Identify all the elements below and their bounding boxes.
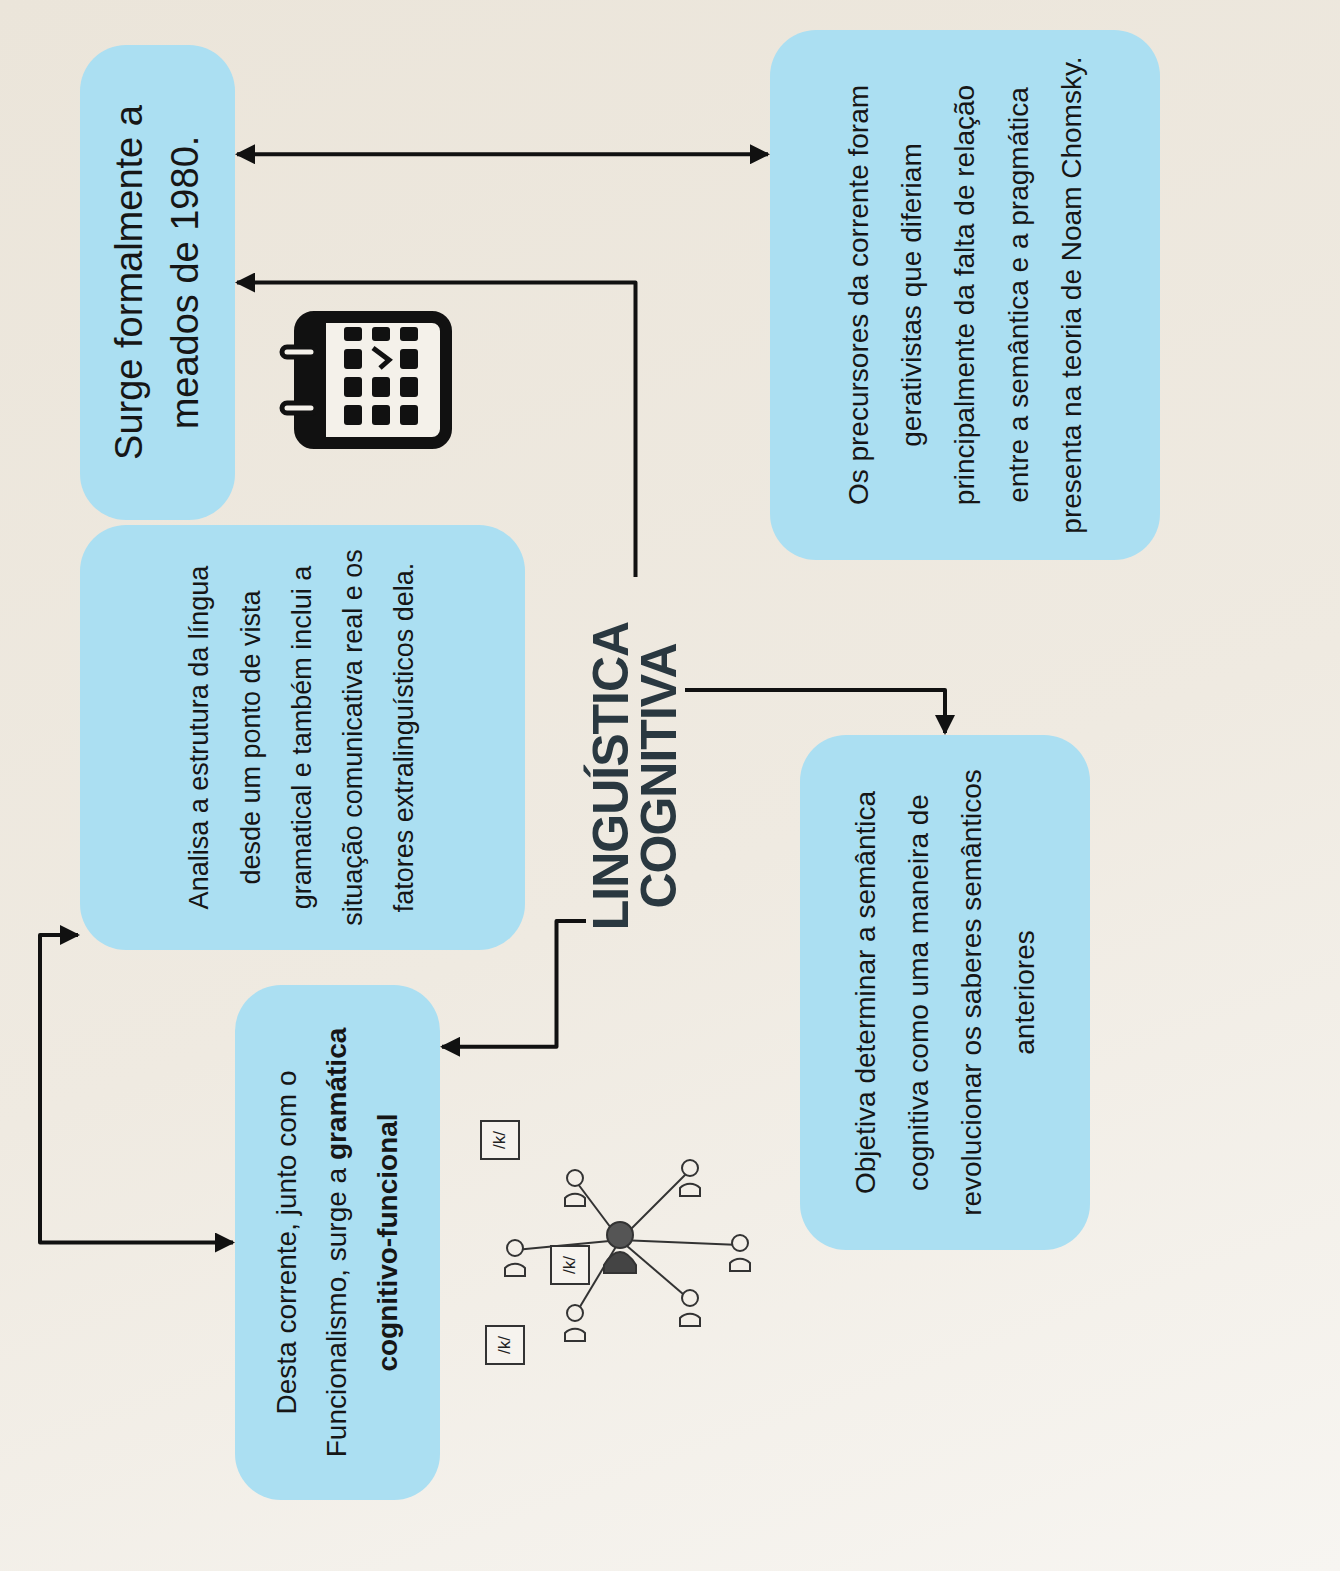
date-box: Surge formalmente a meados de 1980. xyxy=(80,45,235,520)
node-text: Analisa a estrutura da língua desde um p… xyxy=(184,549,419,926)
phoneme-tag: /k/ xyxy=(480,1120,520,1160)
node-text: Objetiva determinar a semântica cognitiv… xyxy=(850,769,1041,1216)
calendar-icon xyxy=(282,317,446,443)
origin-box: Os precursores da corrente foram gerativ… xyxy=(770,30,1160,560)
phoneme-tag: /k/ xyxy=(550,1245,590,1285)
people-network xyxy=(505,1160,750,1341)
connector-arrow xyxy=(40,935,233,1243)
central-title: LINGUÍSTICA COGNITIVA xyxy=(588,581,683,971)
node-text: Surge formalmente a meados de 1980. xyxy=(108,105,205,460)
phoneme-tag: /k/ xyxy=(485,1325,525,1365)
scope-box: Analisa a estrutura da língua desde um p… xyxy=(80,525,525,950)
connector-arrow xyxy=(237,152,768,156)
title-text: LINGUÍSTICA COGNITIVA xyxy=(583,622,687,930)
node-text: Os precursores da corrente foram gerativ… xyxy=(843,56,1087,533)
connector-arrow xyxy=(685,690,945,733)
grammar-box: Desta corrente, junto com o Funcionalism… xyxy=(235,985,440,1500)
goal-box: Objetiva determinar a semântica cognitiv… xyxy=(800,735,1090,1250)
